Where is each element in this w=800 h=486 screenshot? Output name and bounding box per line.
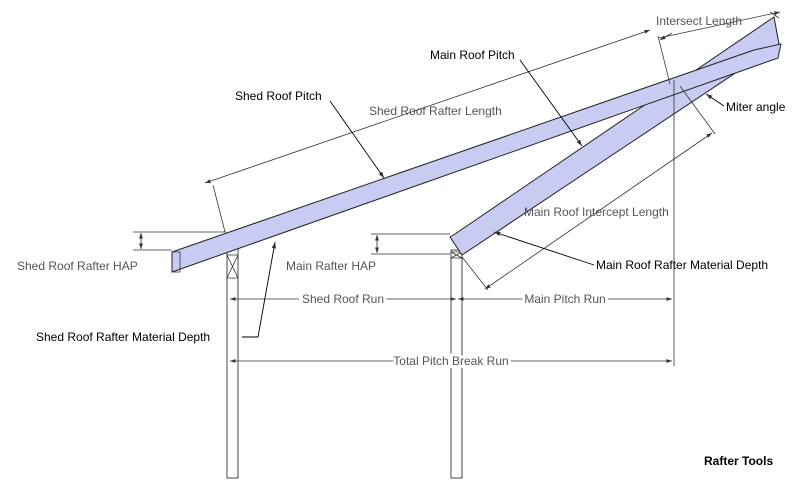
shed-roof-pitch-label: Shed Roof Pitch [235, 89, 322, 103]
shed-roof-pitch-leader [329, 100, 385, 179]
shed-post [226, 233, 239, 479]
intersect-length-dimension [658, 11, 781, 41]
main-roof-material-depth-leader [493, 231, 595, 266]
main-roof-intercept-length-label: Main Roof Intercept Length [524, 205, 669, 219]
main-post [450, 249, 463, 479]
shed-roof-rafter-hap-label: Shed Roof Rafter HAP [17, 259, 138, 273]
main-roof-pitch-label: Main Roof Pitch [430, 48, 515, 62]
main-rafter-hap-label: Main Rafter HAP [286, 259, 376, 273]
shed-roof-material-depth-leader [242, 241, 277, 338]
intersect-length-label: Intersect Length [656, 14, 742, 28]
total-pitch-break-run-label: Total Pitch Break Run [393, 354, 508, 368]
brand-label: Rafter Tools [704, 454, 773, 468]
main-pitch-run-label: Main Pitch Run [524, 292, 605, 306]
main-roof-pitch-leader [519, 59, 583, 147]
leaders [242, 59, 725, 338]
shed-roof-rafter-length-dimension [204, 29, 671, 233]
miter-angle-leader [705, 93, 725, 107]
miter-angle-label: Miter angle [726, 100, 786, 114]
shed-roof-rafter-length-label: Shed Roof Rafter Length [369, 104, 502, 118]
shed-roof-rafter-material-depth-label: Shed Roof Rafter Material Depth [36, 330, 210, 344]
main-roof-rafter-material-depth-label: Main Roof Rafter Material Depth [596, 258, 768, 272]
shed-tail-cut [172, 251, 181, 273]
shed-roof-run-label: Shed Roof Run [302, 292, 384, 306]
main-rafter-hap-dimension [371, 233, 450, 255]
main-post-plate [450, 251, 463, 259]
shed-roof-rafter-hap-dimension [133, 231, 226, 251]
shed-post-plate [226, 254, 239, 279]
